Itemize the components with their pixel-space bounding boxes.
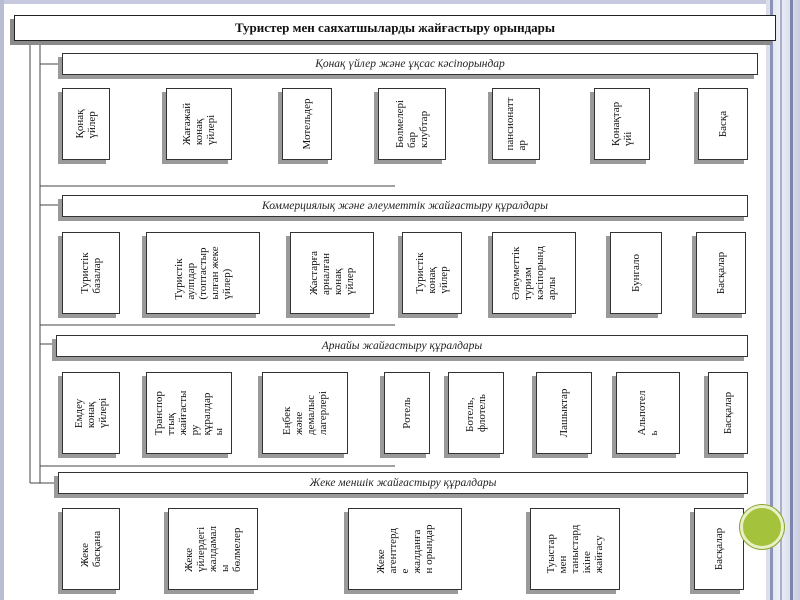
- item-commercial-2: Туристік аулпдар (топтастыр ылған жеке ү…: [146, 232, 260, 314]
- item-hotels-1: Қонақ үйлер: [62, 88, 110, 160]
- item-private-2: Жеке үйлердегі жалдамал ы бөлмелер: [168, 508, 258, 590]
- item-hotels-5: пансионатт ар: [492, 88, 540, 160]
- decorative-circle: [740, 505, 784, 549]
- item-special-8: Басқалар: [708, 372, 748, 454]
- diagram-title: Туристер мен саяхатшыларды жайғастыру ор…: [14, 15, 776, 41]
- item-private-4: Туыстар мен таныстард ікіне жайғасу: [530, 508, 620, 590]
- item-special-5: Ботель, флотель: [448, 372, 504, 454]
- item-commercial-3: Жастарға арналған конақ үйлер: [290, 232, 374, 314]
- item-private-1: Жеке басқана: [62, 508, 120, 590]
- section-special: Арнайы жайғастыру құралдары: [56, 335, 748, 357]
- section-private: Жеке меншік жайғастыру құралдары: [58, 472, 748, 494]
- item-special-7: Альпотел ь: [616, 372, 680, 454]
- item-hotels-4: Бөлмелері бар клубтар: [378, 88, 446, 160]
- frame-rail: [790, 0, 793, 600]
- item-special-6: Лашыктар: [536, 372, 592, 454]
- item-special-3: Еңбек және демалыс лагерлері: [262, 372, 348, 454]
- item-hotels-6: Қонақтар үйі: [594, 88, 650, 160]
- item-hotels-3: Мотельдер: [282, 88, 332, 160]
- item-commercial-1: Туристік базалар: [62, 232, 120, 314]
- window-frame-top: [0, 0, 800, 4]
- section-hotels: Қонақ үйлер және ұқсас кәсіпорындар: [62, 53, 758, 75]
- item-hotels-2: Жағажай конақ үйлері: [166, 88, 232, 160]
- item-special-4: Ротель: [384, 372, 430, 454]
- window-frame-right: [766, 0, 800, 600]
- item-special-1: Емдеу конақ үйлері: [62, 372, 120, 454]
- item-commercial-4: Туристік конақ үйлер: [402, 232, 462, 314]
- item-commercial-5: Әлеуметтік туризм кәсіпорынд арлы: [492, 232, 576, 314]
- window-frame-left: [0, 0, 4, 600]
- item-commercial-6: Бунгало: [610, 232, 662, 314]
- item-private-5: Басқалар: [694, 508, 744, 590]
- item-private-3: Жеке агенттерд е жалданға н орындар: [348, 508, 462, 590]
- item-special-2: Транспор ттық жайғасты ру құралдар ы: [146, 372, 232, 454]
- frame-rail: [770, 0, 773, 600]
- item-hotels-7: Басқа: [698, 88, 748, 160]
- frame-rail: [780, 0, 782, 600]
- item-commercial-7: Басқалар: [696, 232, 746, 314]
- section-commercial: Коммерциялық және әлеуметтік жайғастыру …: [62, 195, 748, 217]
